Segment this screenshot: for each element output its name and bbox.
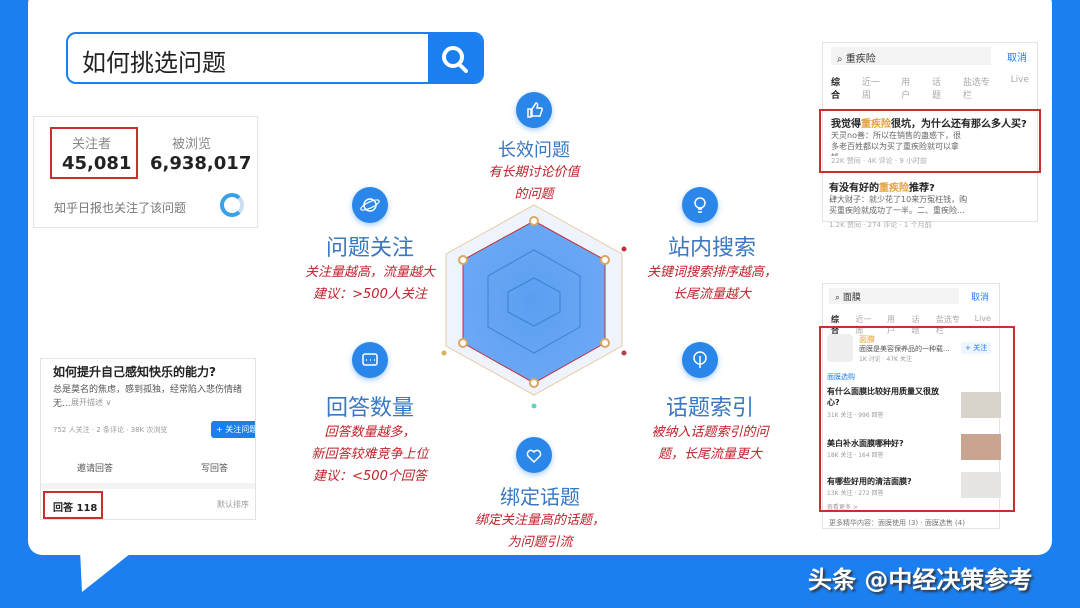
label-sub: 长尾流量越大 (672, 287, 751, 302)
label-sub: 关键词搜索排序越高， (646, 265, 777, 280)
radar-hexagon (441, 204, 627, 409)
search-button[interactable] (428, 34, 482, 82)
answer-count-highlight (43, 491, 103, 519)
search-field: ⌕ 重疾险 (831, 47, 991, 65)
search-input[interactable]: 如何挑选问题 (82, 49, 226, 77)
leaf-icon (682, 342, 718, 378)
radar-point (529, 216, 539, 226)
radar-point (600, 255, 610, 265)
views-label: 被浏览 (172, 137, 212, 152)
planet-icon (352, 187, 388, 223)
question-item[interactable]: 有什么面膜比较好用质量又很放心? (827, 387, 939, 407)
label-question-follow: 问题关注 关注量越高，流量越大 建议：>500人关注 (270, 230, 470, 306)
topic-highlight: 面膜 面膜是美容保养品的一种载... 1K 讨论 · 47K 关注 + 关注 面… (819, 326, 1015, 512)
invite-answer-button[interactable]: 邀请回答 (77, 464, 114, 474)
thumbs-up-icon (516, 92, 552, 128)
search-bar[interactable]: 如何挑选问题 (66, 32, 484, 84)
expand-description[interactable]: 展开描述 ∨ (71, 398, 112, 407)
heart-icon (516, 437, 552, 473)
lightbulb-icon (682, 187, 718, 223)
follow-question-button[interactable]: + 关注问题 (211, 421, 255, 438)
product-image (961, 434, 1001, 460)
label-sub: 回答数量越多， (324, 425, 416, 440)
label-bind-topic: 绑定话题 绑定关注量高的话题， 为问题引流 (440, 481, 640, 554)
label-sub: 新回答较难竞争上位 (311, 447, 429, 462)
radar-point (458, 255, 468, 265)
write-answer-button[interactable]: 写回答 (201, 464, 229, 474)
watermark: 头条 @中经决策参考 (808, 566, 1033, 594)
sort-dropdown[interactable]: 默认排序 (217, 500, 249, 509)
question-item[interactable]: 有哪些好用的清洁面膜? (827, 477, 912, 486)
views-count: 6,938,017 (150, 153, 252, 174)
label-sub: 绑定关注量高的话题， (474, 513, 605, 528)
label-answer-count: 回答数量 回答数量越多， 新回答较难竞争上位 建议：<500个回答 (270, 390, 470, 488)
label-site-search: 站内搜索 关键词搜索排序越高， 长尾流量越大 (612, 230, 812, 306)
follow-topic-button[interactable]: + 关注 (961, 342, 992, 354)
cancel-link[interactable]: 取消 (970, 293, 989, 303)
radar-point (600, 338, 610, 348)
result-item[interactable]: 我觉得重疾险很坑，为什么还有那么多人买? 天灵no善：所以在销售的蛊惑下，很多老… (819, 109, 1041, 173)
zhihu-daily-icon (220, 193, 244, 217)
followers-label: 关注者 (72, 137, 112, 152)
search-icon (442, 46, 468, 73)
followers-count: 45,081 (62, 153, 132, 174)
label-title: 回答数量 (325, 396, 414, 421)
label-sub: 的问题 (514, 187, 554, 202)
label-long-term: 长效问题 有长期讨论价值 的问题 (434, 136, 634, 206)
label-sub: 建议：>500人关注 (313, 287, 427, 302)
see-more-link[interactable]: 查看更多 > (827, 504, 858, 511)
label-sub: 被纳入话题索引的问 (651, 425, 769, 440)
label-title: 绑定话题 (500, 485, 580, 509)
label-topic-index: 话题索引 被纳入话题索引的问 题，长尾流量更大 (610, 390, 810, 466)
topic-image (827, 334, 853, 362)
label-title: 问题关注 (325, 236, 414, 261)
search-field: ⌕ 面膜 (829, 288, 959, 304)
question-item[interactable]: 美白补水面膜哪种好? (827, 439, 904, 448)
label-title: 长效问题 (498, 140, 570, 161)
product-image (961, 392, 1001, 418)
answer-count: 回答 118 (53, 503, 98, 514)
label-title: 站内搜索 (667, 236, 756, 261)
question-screenshot: 如何提升自己感知快乐的能力? 总是莫名的焦虑，感到孤独，经常陷入悲伤情绪无...… (40, 358, 256, 520)
question-stats-card: 关注者 45,081 被浏览 6,938,017 知乎日报也关注了该问题 (33, 116, 258, 228)
product-image (961, 472, 1001, 498)
radar-point (529, 378, 539, 388)
result-item[interactable]: 有没有好的重疾险推荐? 肆大财子：就少花了10来万冤枉钱，购买重疾险就成功了一半… (829, 183, 968, 229)
radar-point (458, 338, 468, 348)
followers-highlight (50, 127, 138, 179)
zhihu-daily-note: 知乎日报也关注了该问题 (54, 201, 187, 215)
cancel-link[interactable]: 取消 (1007, 53, 1027, 64)
label-sub: 建议：<500个回答 (313, 469, 427, 484)
chat-icon (352, 342, 388, 378)
label-sub: 题，长尾流量更大 (657, 447, 762, 462)
label-sub: 关注量越高，流量越大 (304, 265, 435, 280)
label-title: 话题索引 (665, 396, 754, 421)
label-sub: 有长期讨论价值 (488, 165, 580, 180)
label-sub: 为问题引流 (507, 535, 573, 550)
